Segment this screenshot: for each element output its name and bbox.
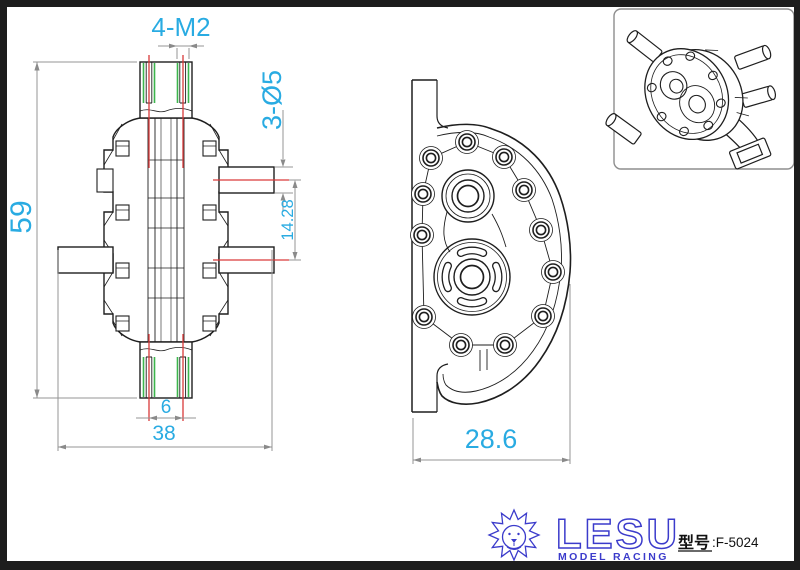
dim-label-width: 38 xyxy=(152,422,175,445)
dim-shaft-spacing: 14.28 xyxy=(279,179,301,261)
model-number: 型号 :F-5024 xyxy=(678,534,759,552)
dim-shaft-diameter: 3-Ø5 xyxy=(257,70,293,212)
iso-housing xyxy=(644,48,750,141)
dim-label-shaft-diameter: 3-Ø5 xyxy=(257,70,287,130)
mounting-bar xyxy=(411,79,449,413)
dim-label-depth: 28.6 xyxy=(465,424,518,454)
iso-view xyxy=(605,8,795,170)
dim-depth: 28.6 xyxy=(412,284,571,464)
title-block: LESU MODEL RACING 型号 :F-5024 xyxy=(487,508,759,563)
dim-top-holes: 4-M2 xyxy=(151,12,211,59)
top-shaft xyxy=(139,55,193,168)
flange-bolts xyxy=(115,140,217,332)
model-value: :F-5024 xyxy=(712,535,759,550)
dim-label-height: 59 xyxy=(5,200,38,233)
brand-subtitle: MODEL RACING xyxy=(558,551,669,563)
bolt-holes xyxy=(410,130,565,357)
bottom-shaft xyxy=(139,334,193,421)
upper-boss xyxy=(441,169,495,223)
front-view: 59 4-M2 3-Ø5 14.28 6 xyxy=(5,12,301,451)
side-view: 28.6 xyxy=(410,79,572,464)
left-shaft xyxy=(57,246,114,274)
housing-outline xyxy=(436,123,572,405)
lower-boss-slots xyxy=(441,246,503,308)
dim-label-hole-spacing: 6 xyxy=(161,397,172,418)
housing-inner-outline xyxy=(436,131,562,393)
dim-width: 38 xyxy=(57,250,273,451)
shaft-centerlines xyxy=(213,179,289,261)
dim-label-top-holes: 4-M2 xyxy=(151,12,210,42)
model-label: 型号 xyxy=(678,534,710,552)
lion-icon xyxy=(487,508,541,562)
center-column-lines xyxy=(147,118,185,342)
dim-hole-spacing: 6 xyxy=(136,397,196,421)
left-tab xyxy=(96,168,114,193)
iso-shafts xyxy=(605,30,777,145)
dim-label-shaft-spacing: 14.28 xyxy=(279,199,297,240)
brand-wordmark: LESU xyxy=(556,510,680,557)
dim-height: 59 xyxy=(5,61,137,399)
lower-boss xyxy=(433,211,511,371)
